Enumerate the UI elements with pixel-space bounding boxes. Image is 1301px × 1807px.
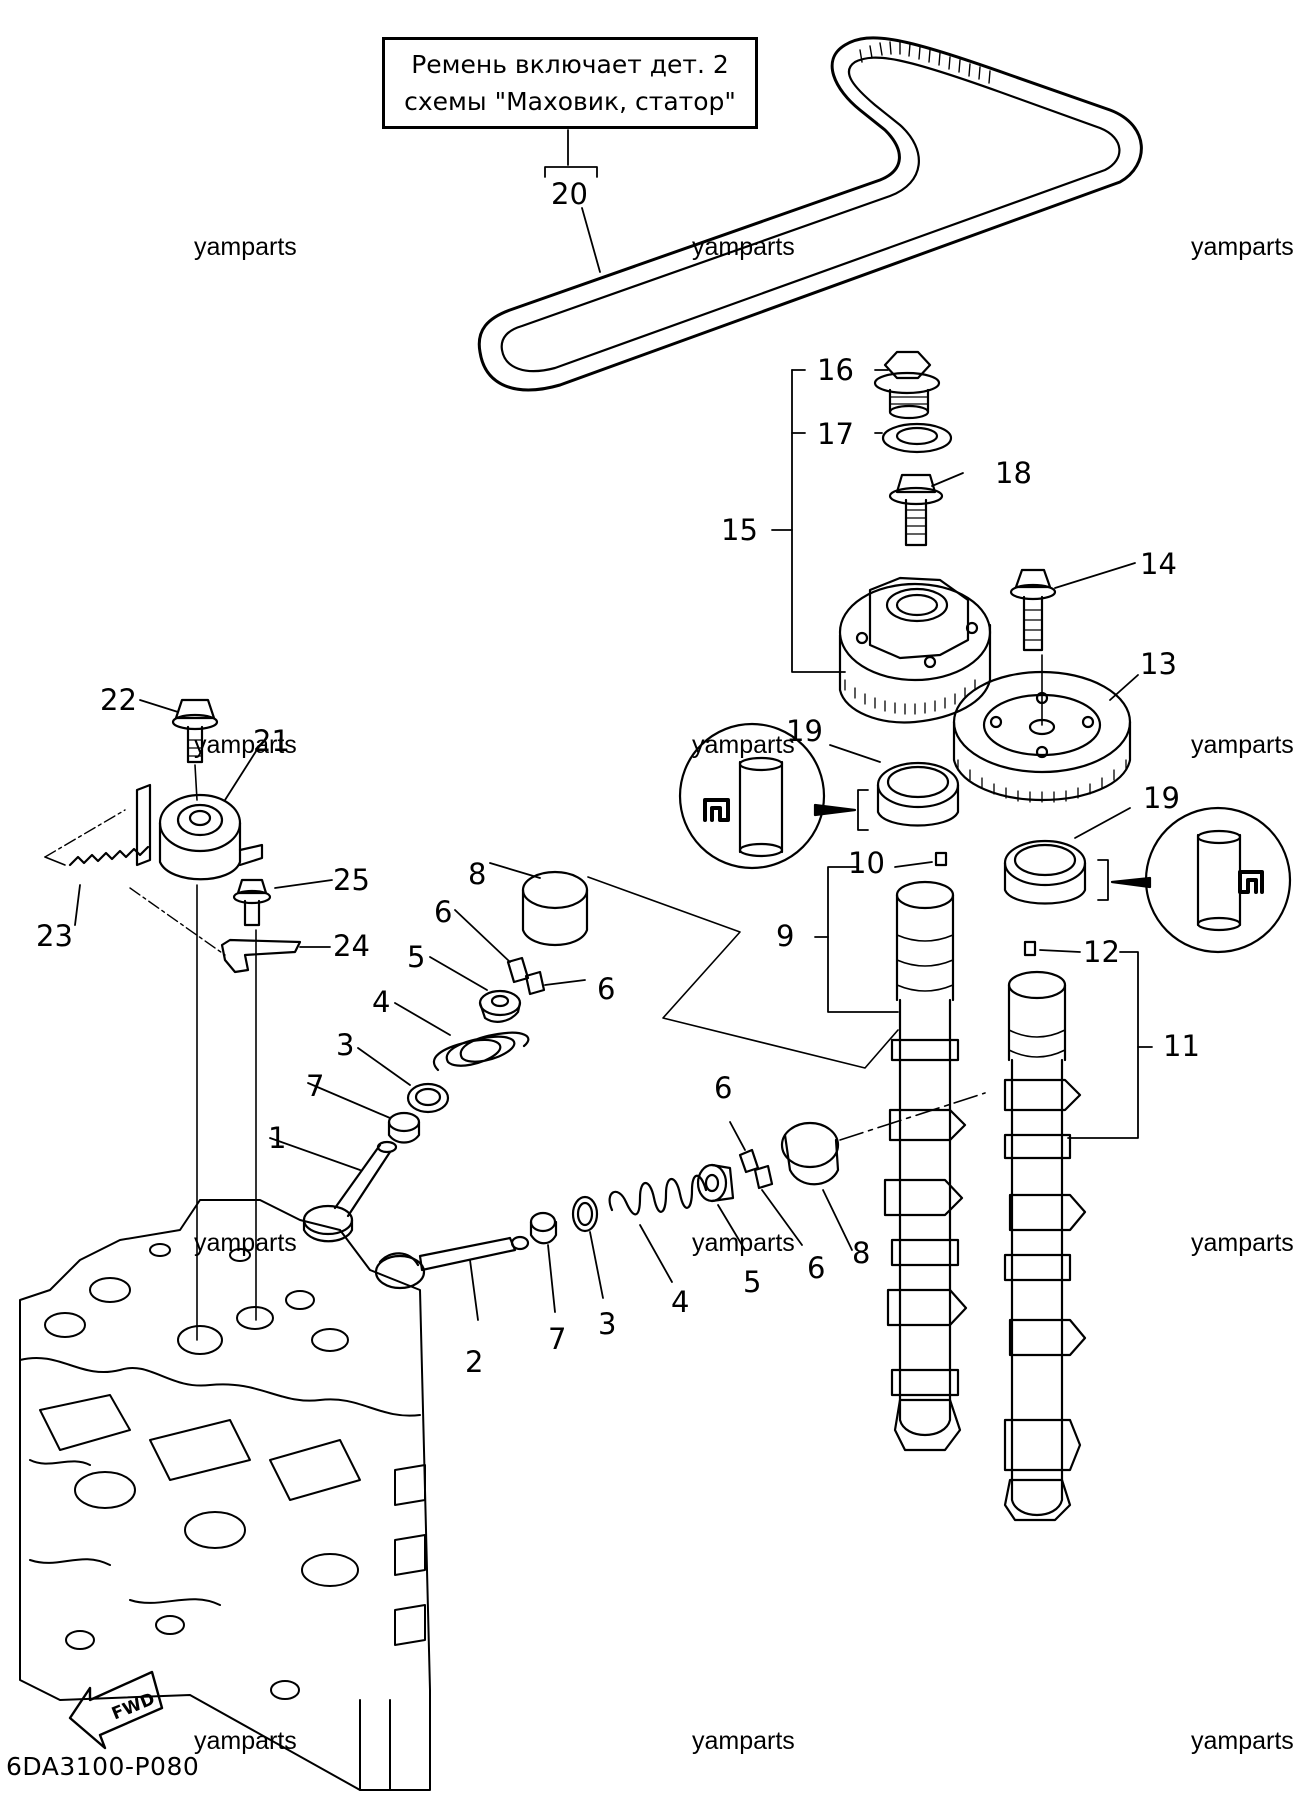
part-label-6-upper-a: 6 bbox=[434, 895, 453, 929]
keeper-6-lower bbox=[729, 1121, 803, 1246]
watermark: yamparts bbox=[692, 1229, 795, 1257]
watermark: yamparts bbox=[1191, 731, 1294, 759]
watermark: yamparts bbox=[194, 1229, 297, 1257]
valve-1 bbox=[269, 1137, 398, 1243]
retainer-5-upper bbox=[429, 956, 522, 1023]
part-label-24: 24 bbox=[333, 929, 370, 963]
leader-11 bbox=[1039, 949, 1153, 1139]
watermark: yamparts bbox=[692, 731, 795, 759]
leader-20 bbox=[544, 129, 601, 273]
note-box: Ремень включает дет. 2 схемы "Маховик, с… bbox=[382, 37, 758, 129]
part-label-6-lower-b: 6 bbox=[807, 1251, 826, 1285]
leader-15 bbox=[771, 369, 964, 673]
part-label-7-upper: 7 bbox=[306, 1069, 325, 1103]
washer-3-upper bbox=[357, 1047, 450, 1114]
part-label-19-right: 19 bbox=[1143, 781, 1180, 815]
fwd-arrow-icon: FWD bbox=[68, 1670, 164, 1750]
part-label-18: 18 bbox=[995, 456, 1032, 490]
watermark: yamparts bbox=[1191, 1727, 1294, 1755]
washer-3-lower bbox=[571, 1195, 604, 1299]
part-label-10: 10 bbox=[848, 846, 885, 880]
watermark: yamparts bbox=[194, 233, 297, 261]
tensioner-guide-lines bbox=[194, 764, 257, 1341]
part-label-23: 23 bbox=[36, 919, 73, 953]
seal-19-left bbox=[829, 744, 960, 831]
part-label-12: 12 bbox=[1083, 935, 1120, 969]
tensioner-21 bbox=[135, 744, 264, 881]
part-label-5-upper: 5 bbox=[407, 940, 426, 974]
part-label-15: 15 bbox=[721, 513, 758, 547]
leader-9 bbox=[814, 861, 933, 1013]
retainer-5-lower bbox=[696, 1163, 746, 1251]
part-label-14: 14 bbox=[1140, 547, 1177, 581]
part-label-13: 13 bbox=[1140, 647, 1177, 681]
sprocket-13 bbox=[952, 654, 1139, 803]
part-label-3-lower: 3 bbox=[598, 1307, 617, 1341]
part-label-21: 21 bbox=[253, 724, 290, 758]
washer-17 bbox=[881, 422, 953, 454]
part-label-5-lower: 5 bbox=[743, 1265, 762, 1299]
part-label-8-lower: 8 bbox=[852, 1236, 871, 1270]
bolt-14 bbox=[1009, 562, 1136, 652]
part-label-11: 11 bbox=[1163, 1029, 1200, 1063]
watermark: yamparts bbox=[1191, 233, 1294, 261]
bolt-16 bbox=[873, 350, 941, 420]
part-label-6-upper-b: 6 bbox=[597, 972, 616, 1006]
watermark: yamparts bbox=[1191, 1229, 1294, 1257]
watermark: yamparts bbox=[692, 1727, 795, 1755]
timing-belt bbox=[477, 36, 1143, 392]
spring-4-upper bbox=[394, 1002, 530, 1072]
bracket-24 bbox=[220, 938, 331, 974]
lifter-8-lower bbox=[780, 1092, 986, 1251]
part-label-3-upper: 3 bbox=[336, 1028, 355, 1062]
part-label-2: 2 bbox=[465, 1345, 484, 1379]
seal-19-right bbox=[1003, 807, 1131, 905]
part-label-25: 25 bbox=[333, 863, 370, 897]
spring-23 bbox=[44, 809, 226, 956]
part-label-4-lower: 4 bbox=[671, 1285, 690, 1319]
camshaft-11 bbox=[1003, 940, 1087, 1522]
part-label-7-lower: 7 bbox=[548, 1322, 567, 1356]
cylinder-head bbox=[19, 1199, 431, 1791]
bolt-25 bbox=[232, 878, 333, 927]
detail-circle-right bbox=[1110, 806, 1292, 954]
bolt-22 bbox=[139, 698, 219, 764]
part-label-16: 16 bbox=[817, 353, 854, 387]
watermark: yamparts bbox=[194, 731, 297, 759]
diagram-code: 6DA3100-P080 bbox=[6, 1752, 200, 1781]
part-label-4-upper: 4 bbox=[372, 985, 391, 1019]
watermark: yamparts bbox=[692, 233, 795, 261]
camshaft-9 bbox=[883, 851, 968, 1452]
note-line-2: схемы "Маховик, статор" bbox=[404, 87, 736, 116]
part-label-1: 1 bbox=[268, 1121, 287, 1155]
part-label-8-upper: 8 bbox=[468, 857, 487, 891]
seal-7-lower bbox=[529, 1211, 558, 1313]
part-label-9: 9 bbox=[776, 919, 795, 953]
part-label-20: 20 bbox=[551, 177, 588, 211]
seal-7-upper bbox=[307, 1082, 421, 1144]
valve-2 bbox=[374, 1235, 530, 1321]
keeper-6-upper bbox=[454, 909, 586, 996]
chain-leader-upper bbox=[587, 876, 899, 1069]
vvt-sprocket bbox=[838, 576, 992, 724]
part-label-19-left: 19 bbox=[786, 714, 823, 748]
spring-4-lower bbox=[608, 1174, 708, 1283]
part-label-6-lower-a: 6 bbox=[714, 1071, 733, 1105]
watermark: yamparts bbox=[194, 1727, 297, 1755]
part-label-22: 22 bbox=[100, 683, 137, 717]
part-label-17: 17 bbox=[817, 417, 854, 451]
detail-circle-left bbox=[678, 722, 857, 870]
lifter-8-upper bbox=[489, 862, 589, 947]
bolt-18 bbox=[888, 473, 944, 547]
note-line-1: Ремень включает дет. 2 bbox=[411, 50, 729, 79]
